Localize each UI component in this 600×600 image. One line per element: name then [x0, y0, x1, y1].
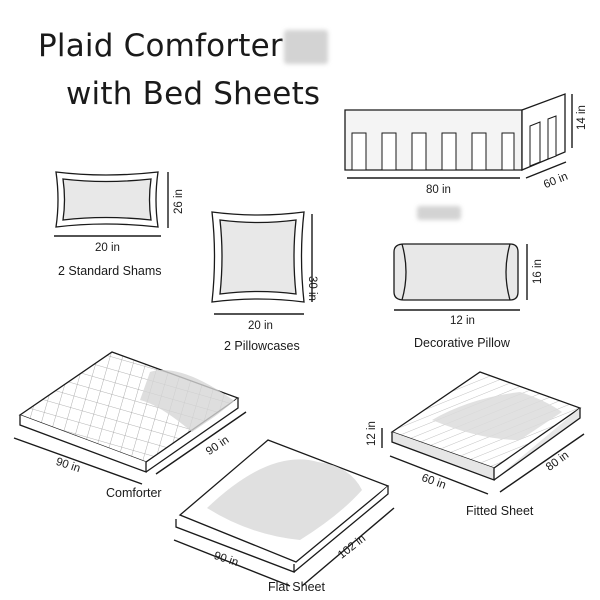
- decorative-pillow-width-label: 12 in: [450, 315, 475, 327]
- sham-height-label: 26 in: [173, 189, 185, 214]
- pillowcase-height-label: 30 in: [306, 276, 318, 301]
- fitted-sheet-depth-label: 12 in: [366, 421, 378, 446]
- title-line-2: with Bed Sheets: [66, 76, 321, 112]
- title-line-1: Plaid Comforter: [38, 28, 283, 64]
- pillowcase-width-label: 20 in: [248, 320, 273, 332]
- decorative-pillow-caption: Decorative Pillow: [414, 336, 510, 350]
- fitted-sheet: [381, 371, 585, 495]
- blurred-brand-mark: [284, 30, 328, 64]
- flat-sheet: [173, 439, 395, 587]
- bed-skirt-width-label: 80 in: [426, 184, 451, 196]
- decorative-pillow-height-label: 16 in: [532, 259, 544, 284]
- bed-skirt-drop-label: 14 in: [576, 105, 588, 130]
- standard-sham: [54, 171, 169, 237]
- decorative-pillow: [393, 243, 528, 311]
- sham-width-label: 20 in: [95, 242, 120, 254]
- bed-skirt: [344, 93, 573, 179]
- blurred-brand-mark-small: [417, 206, 461, 220]
- pillowcase-caption: 2 Pillowcases: [224, 339, 300, 353]
- comforter-caption: Comforter: [106, 486, 162, 500]
- comforter: [13, 351, 247, 485]
- flat-sheet-caption: Flat Sheet: [268, 580, 325, 594]
- pillowcase: [211, 211, 313, 315]
- sham-caption: 2 Standard Shams: [58, 264, 162, 278]
- fitted-sheet-caption: Fitted Sheet: [466, 504, 534, 518]
